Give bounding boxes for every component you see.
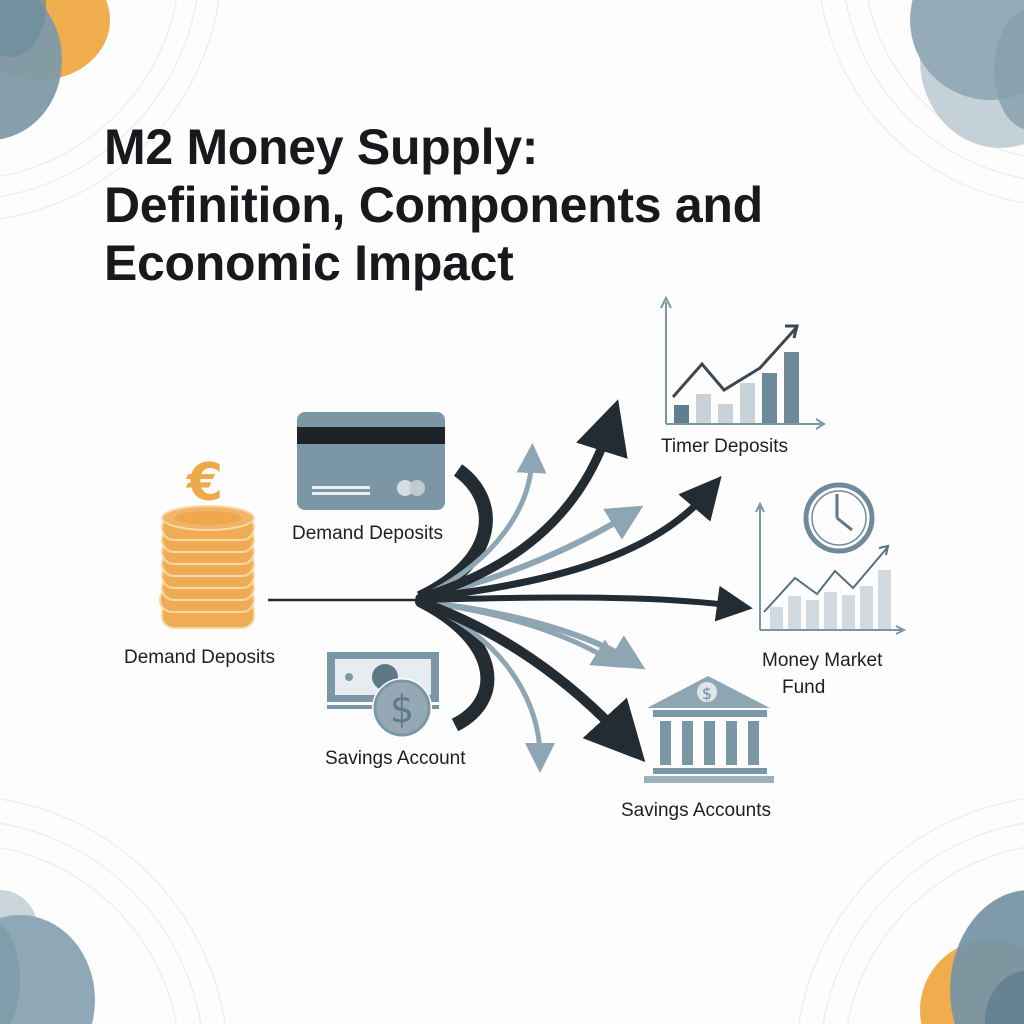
bank-building-icon: $	[644, 676, 774, 783]
label-money-market-line2: Fund	[782, 677, 826, 698]
label-savings-account: Savings Account	[325, 748, 466, 769]
corner-blob-bottom-right	[920, 890, 1024, 1024]
label-card-demand-deposits: Demand Deposits	[292, 523, 444, 544]
flow-arrow-light-right2	[417, 599, 646, 670]
euro-coin-stack-icon: €	[159, 453, 255, 629]
corner-blob-top-left	[0, 0, 110, 140]
svg-text:$: $	[702, 684, 712, 703]
label-timer-deposits: Timer Deposits	[661, 436, 789, 457]
flow-arrow-upper-right	[416, 476, 722, 602]
label-coins-demand-deposits: Demand Deposits	[124, 647, 276, 668]
flow-arrow-to-timer-deposits	[415, 399, 628, 603]
title-line-2: Definition, Components and	[104, 177, 763, 233]
svg-text:$: $	[390, 687, 414, 731]
bar-chart-trend-icon	[660, 295, 826, 430]
svg-text:€: €	[186, 453, 223, 513]
page-title: M2 Money Supply: Definition, Components …	[104, 118, 763, 292]
corner-blob-bottom-left	[0, 890, 95, 1024]
flow-arrow-to-money-market	[417, 585, 753, 622]
credit-card-icon	[297, 412, 445, 510]
label-savings-accounts: Savings Accounts	[621, 800, 771, 821]
clock-chart-icon	[755, 482, 907, 635]
banknote-dollar-coin-icon: $	[327, 652, 439, 738]
label-money-market-line1: Money Market	[762, 650, 883, 671]
title-line-3: Economic Impact	[104, 235, 514, 291]
title-line-1: M2 Money Supply:	[104, 119, 539, 175]
flow-arrow-to-savings-accounts	[415, 597, 646, 763]
corner-blob-top-right	[910, 0, 1024, 148]
